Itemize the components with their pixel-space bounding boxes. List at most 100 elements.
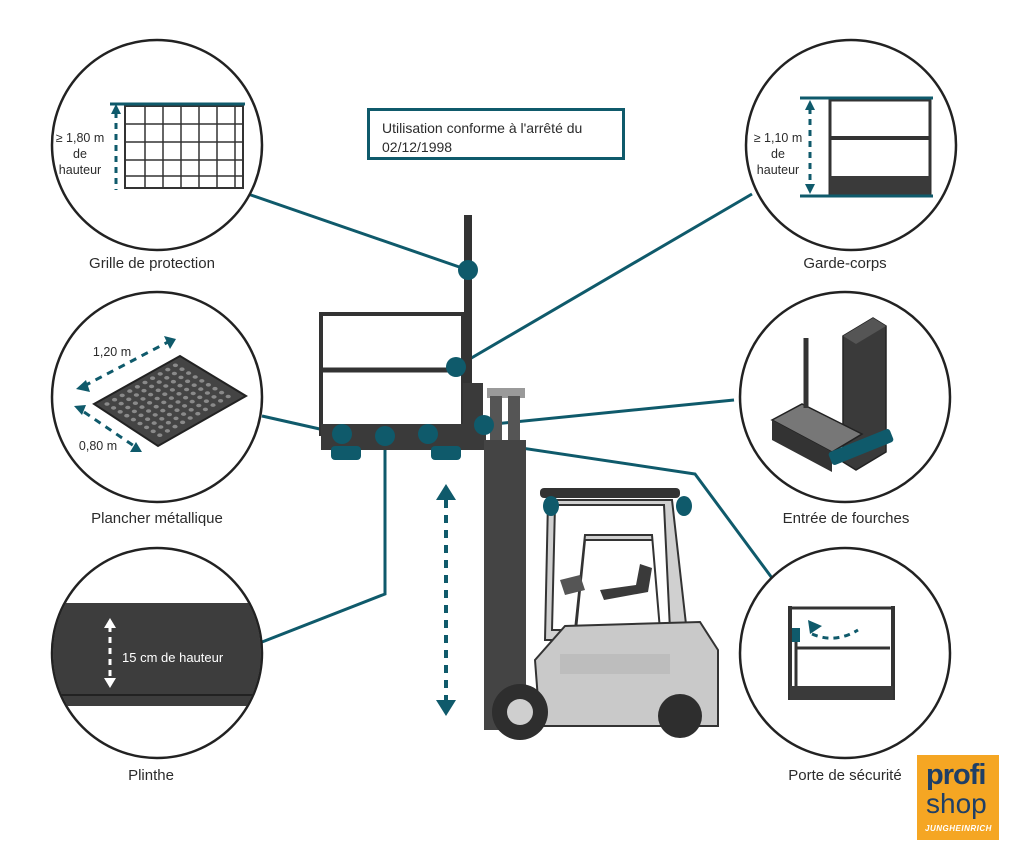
connector-dots	[332, 260, 494, 446]
dot-plancher	[332, 424, 352, 444]
floor-hole	[118, 401, 124, 406]
plancher-length: 1,20 m	[93, 345, 131, 359]
forklift	[484, 388, 719, 740]
floor-hole	[153, 404, 159, 409]
floor-hole	[176, 392, 182, 396]
rear-wheel	[658, 694, 702, 738]
floor-hole	[219, 390, 225, 395]
floor-hole	[166, 412, 172, 417]
garde-height-line2: de	[771, 147, 785, 161]
mast-body	[484, 440, 526, 730]
floor-hole	[196, 403, 202, 408]
floor-hole	[189, 399, 195, 404]
floor-hole	[131, 409, 137, 414]
floor-hole	[172, 363, 178, 368]
floor-hole	[171, 371, 177, 376]
dot-grille	[458, 260, 478, 280]
floor-hole	[119, 393, 125, 398]
floor-hole	[203, 399, 209, 404]
floor-hole	[187, 416, 193, 420]
compliance-notice-text: Utilisation conforme à l'arrêté du 02/12…	[382, 120, 583, 155]
lift-arrow-up	[436, 484, 456, 500]
floor-hole	[165, 420, 171, 425]
floor-hole	[212, 386, 218, 391]
caption-plancher: Plancher métallique	[91, 510, 223, 527]
steering	[560, 575, 585, 595]
profishop-logo: profi shop JUNGHEINRICH	[917, 755, 999, 840]
dot-porte	[418, 424, 438, 444]
floor-hole	[162, 392, 168, 397]
floor-hole	[126, 397, 132, 402]
floor-hole	[127, 389, 133, 393]
floor-hole	[150, 429, 156, 434]
floor-hole	[159, 417, 165, 421]
connector-fourches	[483, 398, 735, 427]
floor-hole	[111, 406, 117, 410]
fork-pocket-left	[331, 446, 361, 460]
floor-hole	[104, 402, 110, 406]
caption-porte: Porte de sécurité	[788, 767, 901, 784]
grille-height-line1: ≥ 1,80 m	[56, 131, 105, 145]
connector-grille	[247, 192, 469, 272]
floor-hole	[132, 401, 138, 406]
floor-hole	[154, 396, 160, 401]
truck-hood	[560, 654, 670, 674]
floor-hole	[161, 400, 167, 405]
floor-hole	[167, 404, 173, 409]
floor-hole	[197, 395, 203, 400]
floor-hole	[139, 405, 145, 409]
plinthe-height: 15 cm de hauteur	[122, 650, 224, 665]
grille-height-line2: de	[73, 147, 87, 161]
cab-window	[550, 504, 672, 631]
dot-plinthe	[375, 426, 395, 446]
floor-hole	[188, 408, 194, 412]
floor-hole	[151, 421, 157, 425]
mast-top	[487, 388, 525, 398]
floor-hole	[181, 412, 187, 416]
floor-hole	[190, 391, 196, 396]
floor-hole	[191, 383, 197, 388]
callout-plinthe: 15 cm de hauteur Plinthe	[50, 546, 264, 784]
floor-hole	[210, 403, 216, 407]
basket	[319, 215, 486, 460]
floor-hole	[130, 417, 136, 422]
floor-hole	[182, 404, 188, 408]
floor-hole	[157, 433, 163, 438]
caption-plinthe: Plinthe	[128, 767, 174, 784]
compliance-notice: Utilisation conforme à l'arrêté du 02/12…	[367, 108, 625, 160]
floor-hole	[211, 395, 217, 399]
cab-light-left	[543, 496, 559, 516]
callout-plancher: 1,20 m 0,80 m Plancher métallique	[50, 290, 264, 527]
floor-hole	[175, 400, 181, 404]
floor-hole	[179, 367, 185, 372]
floor-hole	[225, 394, 231, 399]
floor-hole	[152, 413, 158, 417]
floor-hole	[195, 411, 201, 416]
callout-garde-corps: ≥ 1,10 m de hauteur Garde-corps	[744, 38, 958, 272]
caption-fourches: Entrée de fourches	[783, 510, 910, 527]
floor-hole	[169, 388, 175, 392]
floor-hole	[205, 383, 211, 387]
floor-hole	[184, 387, 190, 392]
floor-hole	[173, 416, 179, 421]
caption-grille: Grille de protection	[89, 255, 215, 272]
floor-hole	[186, 371, 192, 375]
floor-hole	[125, 405, 131, 410]
floor-hole	[148, 392, 154, 397]
floor-hole	[117, 410, 123, 414]
floor-hole	[112, 397, 118, 402]
callout-fourches: Entrée de fourches	[738, 290, 952, 527]
callout-grille: ≥ 1,80 m de hauteur Grille de protection	[50, 38, 264, 272]
floor-hole	[149, 384, 155, 389]
lift-arrow-down	[436, 700, 456, 716]
callout-porte: Porte de sécurité	[738, 546, 952, 784]
floor-hole	[183, 395, 189, 400]
floor-hole	[163, 384, 169, 388]
floor-hole	[172, 424, 178, 429]
floor-hole	[174, 408, 180, 413]
connector-plinthe	[261, 438, 387, 644]
floor-hole	[144, 425, 150, 430]
floor-hole	[150, 376, 156, 381]
floor-hole	[164, 376, 170, 380]
garde-height-line1: ≥ 1,10 m	[754, 131, 803, 145]
